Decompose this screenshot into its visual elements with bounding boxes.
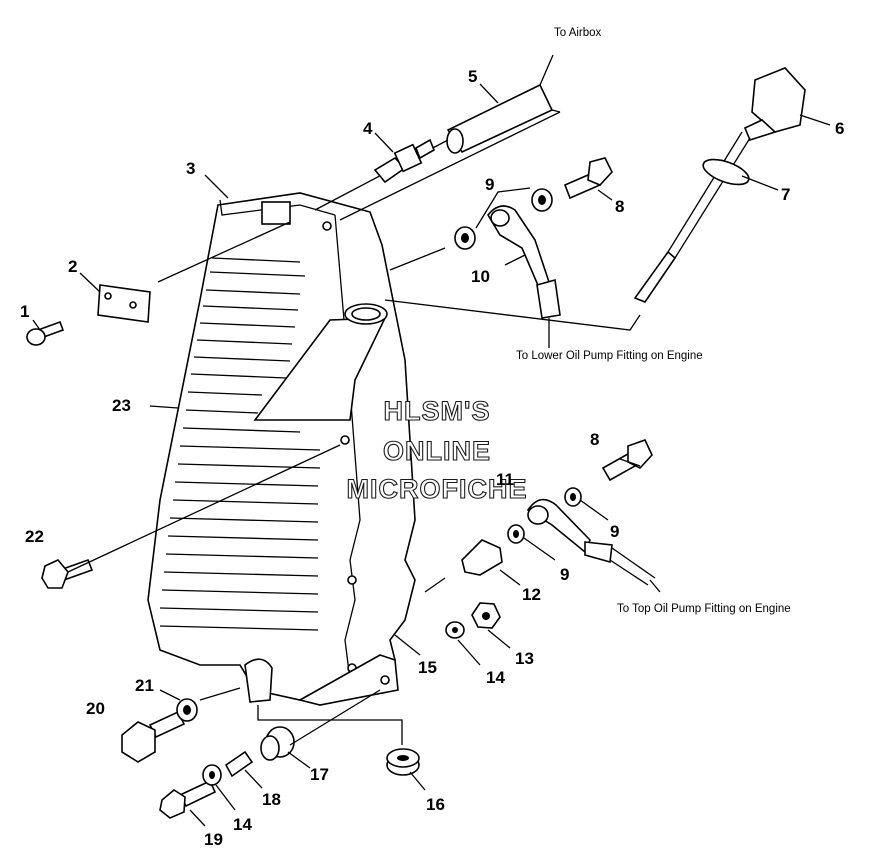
part-number: 8 (590, 430, 599, 449)
callout-top-oil-pump: To Top Oil Pump Fitting on Engine (617, 603, 791, 615)
part-number: 21 (135, 676, 154, 695)
banjo-bolt-upper (563, 157, 613, 200)
grommet-16 (386, 748, 420, 776)
part-number: 3 (186, 159, 195, 178)
part-number: 2 (68, 257, 77, 276)
oil-tank (147, 192, 416, 703)
drain-bolt (121, 710, 186, 763)
watermark-line-2: ONLINE (383, 436, 491, 466)
part-number: 6 (835, 119, 844, 138)
part-number: 7 (781, 185, 790, 204)
spacer-18 (224, 750, 254, 778)
bracket-plate (297, 654, 399, 706)
lower-oil-line (507, 487, 656, 586)
upper-oil-line (454, 188, 561, 319)
part-number: 9 (485, 175, 494, 194)
part-number: 20 (86, 699, 105, 718)
callout-lower-oil-pump: To Lower Oil Pump Fitting on Engine (516, 350, 703, 362)
part-number: 11 (496, 470, 514, 489)
tank-ribs (159, 257, 321, 631)
part-number-labels: 1 2 3 4 5 6 7 8 8 9 9 9 10 11 12 13 14 1… (20, 67, 844, 849)
screw-1 (26, 320, 65, 346)
part-number: 9 (560, 565, 569, 584)
part-number: 12 (522, 585, 541, 604)
part-number: 9 (610, 522, 619, 541)
watermark-line-1: HLSM'S (384, 396, 491, 426)
part-number: 16 (426, 795, 445, 814)
part-number: 23 (112, 396, 131, 415)
part-number: 4 (363, 119, 373, 138)
oil-fitting (461, 539, 503, 576)
banjo-bolt-lower (601, 439, 653, 482)
part-number: 10 (471, 267, 490, 286)
part-number: 14 (233, 815, 252, 834)
watermark: HLSM'S ONLINE MICROFICHE (346, 395, 528, 504)
part-number: 15 (418, 658, 437, 677)
dipstick (633, 67, 806, 303)
leader-lines (32, 83, 831, 827)
part-number: 1 (20, 302, 29, 321)
callout-to-airbox: To Airbox (554, 27, 602, 39)
part-number: 22 (25, 527, 44, 546)
part-number: 18 (262, 790, 281, 809)
part-number: 17 (310, 765, 329, 784)
grommet-17 (260, 726, 295, 761)
vent-fitting (373, 138, 436, 184)
part-number: 5 (468, 67, 477, 86)
part-number: 8 (615, 197, 624, 216)
watermark-line-3: MICROFICHE (347, 474, 528, 504)
mount-plate (97, 284, 151, 323)
airbox-hose (314, 54, 561, 221)
part-number: 19 (204, 830, 223, 849)
part-number: 13 (515, 649, 534, 668)
part-number: 14 (486, 668, 505, 687)
bolt-19 (159, 779, 217, 819)
